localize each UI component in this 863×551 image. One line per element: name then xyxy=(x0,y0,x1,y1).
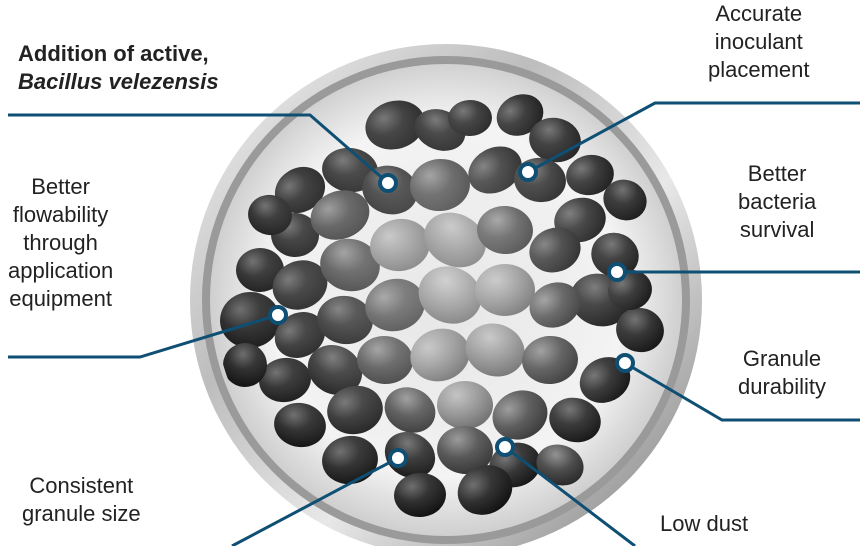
callout-granule-durability: Granule durability xyxy=(738,345,826,401)
callout-flowability-line: Better xyxy=(31,174,90,199)
callout-low-dust: Low dust xyxy=(660,510,748,538)
leader-line-bacillus xyxy=(8,113,389,185)
marker-granule-size xyxy=(388,448,408,468)
callout-bacteria-survival-line: Better xyxy=(747,161,807,186)
callout-inoculant-placement-line: Accurate xyxy=(715,1,803,26)
callout-bacteria-survival: Better bacteria survival xyxy=(738,160,816,244)
leader-line-granule-durability xyxy=(624,361,860,422)
marker-flowability xyxy=(268,305,288,325)
callout-flowability: Better flowability through application equip… xyxy=(8,173,113,313)
leader-line-flowability xyxy=(8,313,279,359)
leader-line-low-dust xyxy=(504,445,636,548)
leader-line-inoculant-placement xyxy=(527,101,860,174)
callout-bacteria-survival-line: bacteria xyxy=(738,189,817,214)
callout-flowability-line: equipment xyxy=(9,286,112,311)
callout-flowability-line: through xyxy=(23,230,98,255)
callout-granule-size-line: Consistent xyxy=(29,473,134,498)
callout-granule-size: Consistent granule size xyxy=(22,472,141,528)
callout-bacillus-line: Bacillus velezensis xyxy=(18,69,219,94)
marker-granule-durability xyxy=(615,353,635,373)
callout-inoculant-placement-line: placement xyxy=(708,57,810,82)
callout-inoculant-placement: Accurate inoculant placement xyxy=(708,0,810,84)
leader-lines xyxy=(8,101,860,548)
callout-granule-durability-line: Granule xyxy=(742,346,822,371)
callout-granule-size-line: granule size xyxy=(22,501,141,526)
callout-bacillus: Addition of active, Bacillus velezensis xyxy=(18,40,219,96)
callout-inoculant-placement-line: inoculant xyxy=(714,29,803,54)
callout-bacillus-line: Addition of active, xyxy=(18,41,209,66)
callout-flowability-line: application xyxy=(8,258,114,283)
marker-inoculant-placement xyxy=(518,162,538,182)
marker-bacteria-survival xyxy=(607,262,627,282)
callout-low-dust-line: Low dust xyxy=(660,511,749,536)
granule xyxy=(475,264,535,316)
marker-low-dust xyxy=(495,437,515,457)
callout-bacteria-survival-line: survival xyxy=(739,217,815,242)
callout-granule-durability-line: durability xyxy=(738,374,827,399)
marker-bacillus xyxy=(378,173,398,193)
leader-line-granule-size xyxy=(231,456,399,548)
callout-flowability-line: flowability xyxy=(12,202,109,227)
